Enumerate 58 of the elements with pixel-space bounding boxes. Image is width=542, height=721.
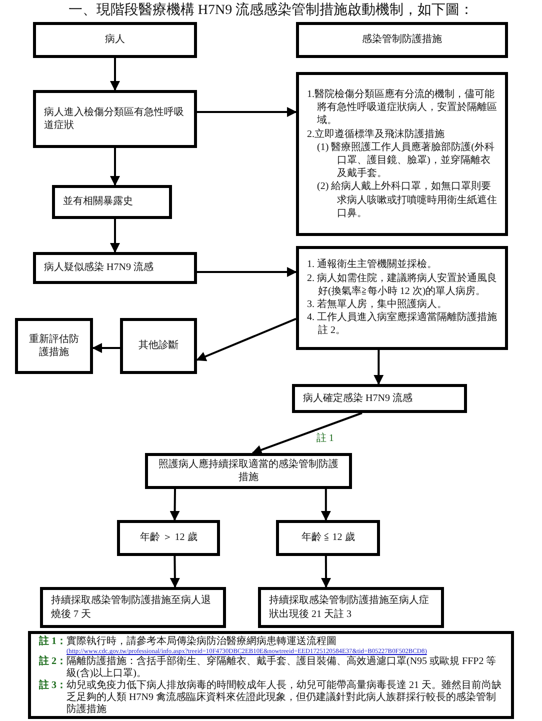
box-text: (1) 醫療照護工作人員應著臉部防護(外科口罩、護目鏡、臉罩)，並穿隔離衣及戴手套。: [317, 140, 496, 180]
arrow: [252, 412, 362, 455]
process-box: [292, 384, 467, 413]
outcome-box: [40, 587, 226, 628]
arrow: [170, 556, 180, 588]
arrow: [197, 107, 297, 118]
arrow: [92, 343, 120, 354]
note-marker: 註 2：: [39, 656, 66, 669]
process-box: [120, 318, 197, 374]
box-text: 4. 工作人員進入病室應採適當隔離防護措施註 2。: [307, 311, 497, 338]
box-text: 病人進入檢傷分類區有急性呼吸道症狀: [44, 106, 185, 132]
outcome-box: [258, 587, 444, 628]
box-text: 2.立即遵循標準及飛沫防護措施: [307, 128, 446, 141]
edge-label: 註 1: [315, 431, 335, 445]
arrow: [196, 318, 296, 362]
box-text: 2. 病人如需住院，建議將病人安置於通風良好(換氣率≧每小時 12 次)的單人病房。: [307, 272, 497, 298]
box-text: 年齡 ≦ 12 歲: [301, 531, 355, 545]
note-marker: 註 3：: [39, 680, 66, 693]
box-text: 照護病人應持續採取適當的感染管制防護措施: [158, 458, 340, 484]
measures-box: [296, 246, 508, 350]
notes-box: [28, 631, 514, 719]
arrow: [321, 556, 332, 588]
box-text: 1.醫院檢傷分類區應有分流的機制，儘可能將有急性呼吸道症狀病人，安置於隔離區域。: [307, 88, 497, 128]
box-text: 病人: [105, 33, 125, 47]
process-box: [52, 185, 172, 219]
arrow: [110, 58, 120, 91]
condition-box: [276, 520, 380, 556]
process-box: [33, 22, 197, 58]
process-box: [145, 453, 352, 489]
arrow: [197, 267, 297, 277]
arrow: [110, 148, 120, 186]
note-text: 隔離防護措施：含括手部衛生、穿隔離衣、戴手套、護目裝備、高效過濾口罩(N95 或歐規 FFP2 等級(含)以上口罩)。: [66, 656, 498, 680]
box-text: 病人疑似感染 H7N9 流感: [44, 261, 154, 275]
arrow: [110, 219, 120, 253]
measures-box: [296, 72, 508, 236]
process-box: [33, 90, 197, 148]
box-text: 3. 若無單人房，集中照護病人。: [307, 298, 448, 312]
box-text: 持續採取感染管制防護措施至病人症狀出現後 21 天註 3: [269, 594, 430, 621]
arrow: [320, 489, 331, 521]
box-text: 感染管制防護措施: [362, 33, 442, 47]
box-text: 重新評估防護措施: [28, 332, 80, 360]
process-box: [15, 318, 93, 374]
arrow: [374, 350, 384, 385]
box-text: 年齡 ＞ 12 歲: [140, 531, 198, 545]
header-box: [296, 22, 508, 58]
diagram-title: 一、現階段醫療機構 H7N9 流感感染管制措施啟動機制，如下圖：: [67, 1, 475, 19]
note-text: 幼兒或免疫力低下病人排放病毒的時間較成年人長，幼兒可能帶高量病毒長達 21 天。雖然目前尚缺乏足夠的人類 H7N9 禽流感臨床資料來佐證此現象，但仍建議針對此病人族群採行較長的感染管制防護措施: [66, 680, 502, 716]
arrow: [170, 488, 180, 521]
note-text: 實際執行時，請參考本局傳染病防治醫療網病患轉運送流程圖: [66, 636, 338, 648]
box-text: 持續採取感染管制防護措施至病人退燒後 7 天: [51, 594, 212, 621]
process-box: [33, 252, 197, 284]
box-text: 其他診斷: [138, 339, 178, 353]
note-marker: 註 1：: [39, 636, 66, 649]
box-text: 並有相關暴露史: [63, 195, 134, 209]
box-text: 病人確定感染 H7N9 流感: [303, 392, 414, 406]
condition-box: [117, 520, 220, 556]
box-text: 1. 通報衛生主管機關並採檢。: [307, 258, 438, 272]
box-text: (2) 給病人戴上外科口罩，如無口罩則要求病人咳嗽或打噴嚏時用衛生紙遮住口鼻。: [317, 180, 497, 220]
